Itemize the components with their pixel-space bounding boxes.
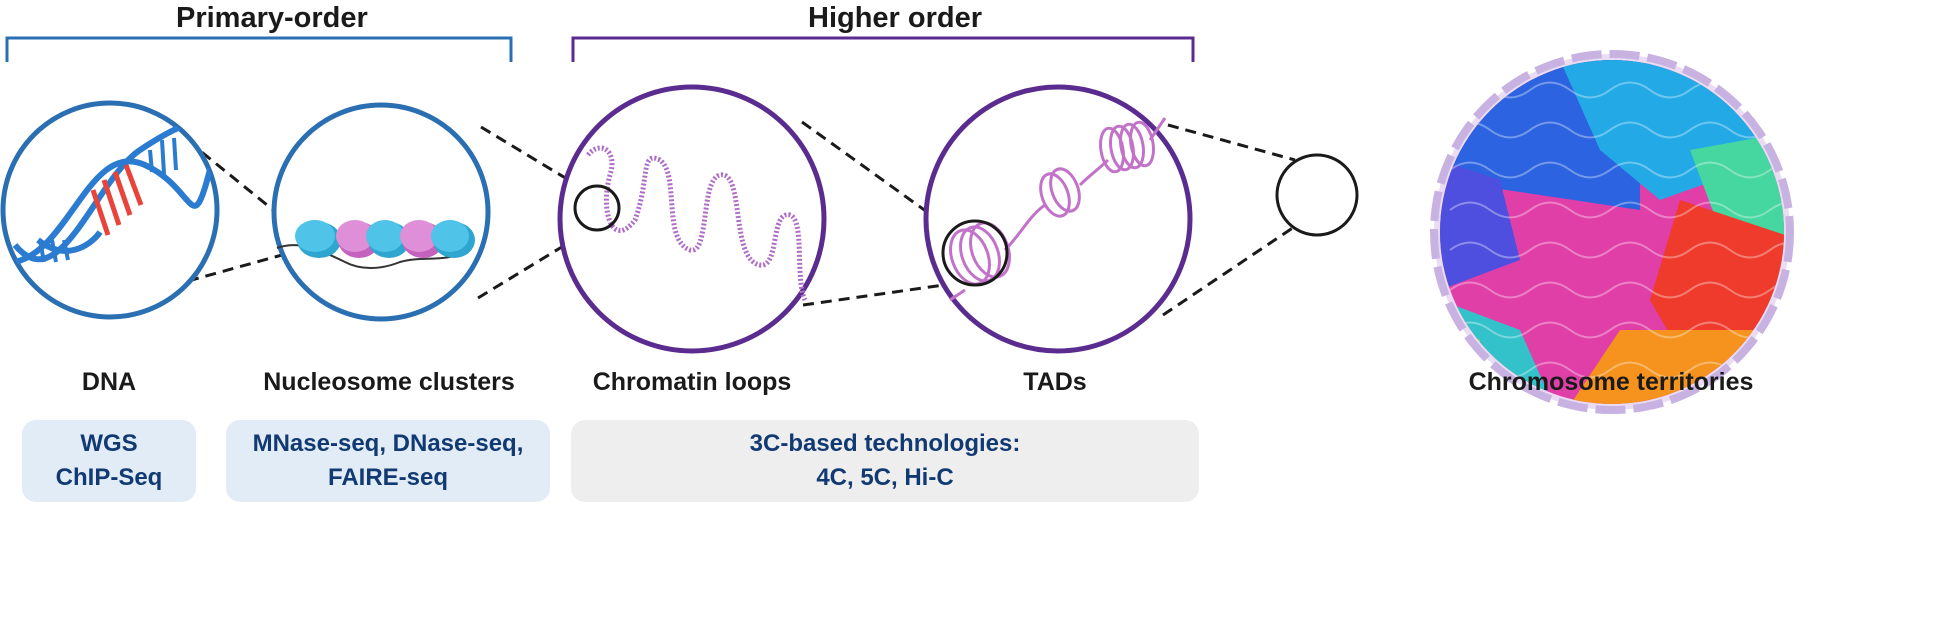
chromatin-fiber-icon	[586, 145, 808, 302]
tech-nuc-line-2: FAIRE-seq	[327, 464, 449, 491]
nucleosome-beads-icon	[295, 220, 475, 258]
primary-order-title: Primary-order	[176, 2, 368, 34]
connector-loop-top	[801, 120, 956, 234]
connector-tad-bottom	[1162, 223, 1298, 317]
tech-higher-line-1: 3C-based technologies:	[749, 430, 1021, 457]
tech-box-higher-order: 3C-based technologies: 4C, 5C, Hi-C	[571, 420, 1199, 502]
tad-zoom-circle	[941, 219, 1009, 287]
tech-box-dna: WGS ChIP-Seq	[22, 420, 196, 502]
higher-order-bracket	[571, 36, 1195, 62]
chromosome-territories-stage	[1275, 50, 1794, 414]
stage-label-chromatin-loops: Chromatin loops	[592, 368, 792, 396]
dna-stage	[0, 100, 309, 320]
stage-label-nucleosome: Nucleosome clusters	[263, 368, 515, 396]
tech-dna-line-1: WGS	[80, 430, 138, 457]
connector-tad-top	[1167, 123, 1296, 162]
territory-zoom-circle	[1275, 153, 1359, 237]
tads-stage	[923, 84, 1193, 354]
tech-dna-line-2: ChIP-Seq	[55, 464, 163, 491]
tad-coil-icon	[949, 117, 1167, 302]
nucleosome-stage	[271, 102, 491, 322]
tech-higher-line-2: 4C, 5C, Hi-C	[816, 464, 954, 491]
connector-loop-bottom	[802, 281, 959, 307]
tech-nuc-line-1: MNase-seq, DNase-seq,	[252, 430, 524, 457]
loop-zoom-circle	[573, 184, 621, 232]
primary-order-bracket	[5, 36, 513, 62]
stage-label-tads: TADs	[1023, 368, 1087, 396]
chromatin-loops-stage	[557, 84, 827, 354]
stage-label-dna: DNA	[81, 368, 137, 396]
tech-box-nucleosome: MNase-seq, DNase-seq, FAIRE-seq	[226, 420, 550, 502]
higher-order-title: Higher order	[808, 2, 983, 34]
stage-label-territories: Chromosome territories	[1468, 368, 1754, 396]
